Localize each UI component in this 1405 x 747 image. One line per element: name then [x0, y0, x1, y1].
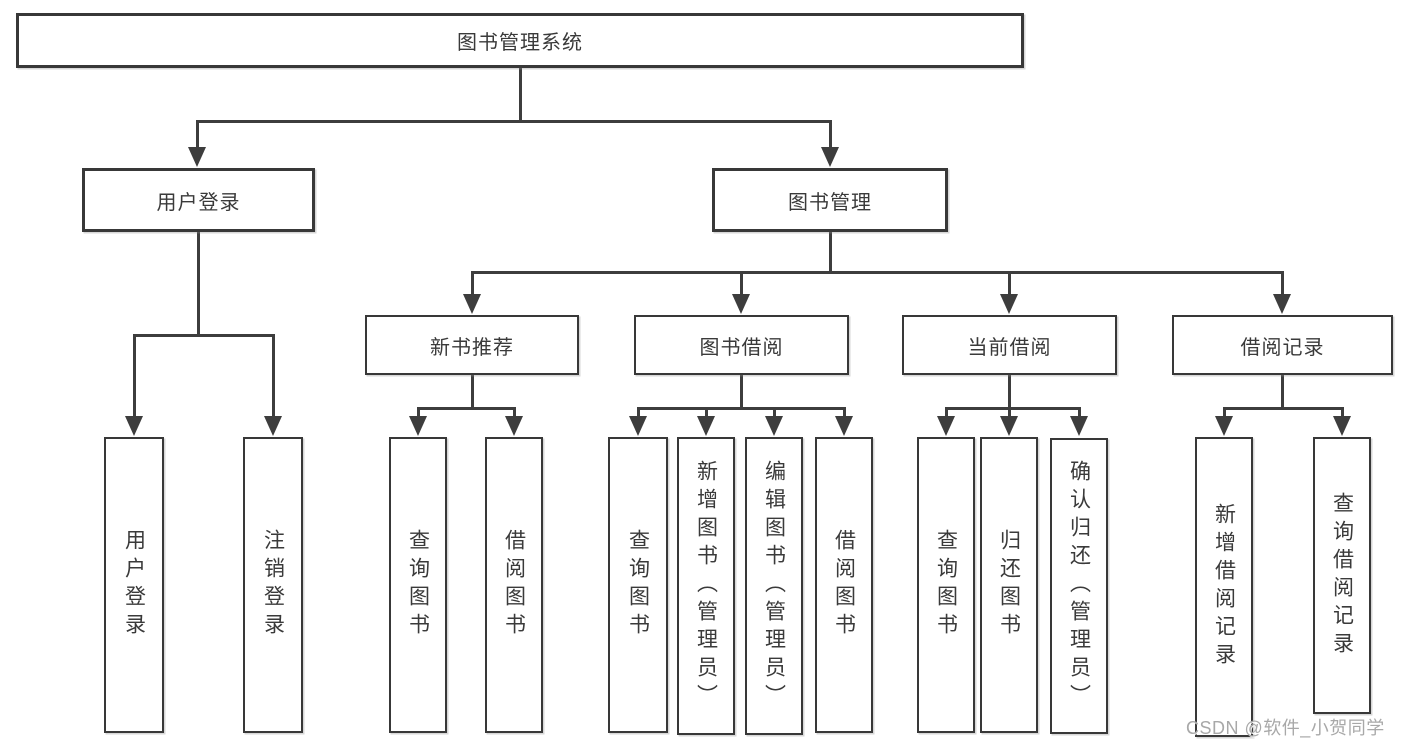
node-label: 确认归还（管理员） [1067, 460, 1091, 712]
node-leaf-bb-edit: 编辑图书（管理员） [745, 437, 803, 735]
node-label: 图书管理 [788, 191, 872, 214]
arrow-down-icon [1000, 294, 1018, 314]
node-label: 查询图书 [406, 529, 430, 641]
node-label: 借阅图书 [502, 529, 526, 641]
csdn-watermark: CSDN @软件_小贺同学 [1186, 718, 1385, 738]
node-label: 新增借阅记录 [1212, 503, 1236, 671]
connector-line [271, 335, 275, 426]
connector-line [944, 406, 1081, 410]
node-label: 查询图书 [934, 529, 958, 641]
node-label: 新书推荐 [430, 336, 514, 359]
node-label: 图书管理系统 [457, 32, 583, 54]
arrow-down-icon [1273, 294, 1291, 314]
arrow-down-icon [125, 416, 143, 436]
node-leaf-cb-confirm: 确认归还（管理员） [1050, 438, 1108, 734]
arrow-down-icon [937, 416, 955, 436]
node-label: 借阅记录 [1240, 336, 1325, 359]
arrow-down-icon [629, 416, 647, 436]
node-leaf-user-login: 用户登录 [104, 437, 164, 733]
node-borrow-records: 借阅记录 [1172, 315, 1393, 375]
node-leaf-bb-add: 新增图书（管理员） [677, 437, 735, 735]
arrow-down-icon [732, 294, 750, 314]
connector-line [739, 375, 743, 408]
arrow-down-icon [697, 416, 715, 436]
node-leaf-bb-borrow: 借阅图书 [815, 437, 873, 733]
node-label: 图书借阅 [699, 336, 784, 359]
connector-line [470, 272, 474, 304]
connector-line [470, 270, 1284, 274]
node-label: 查询图书 [626, 529, 650, 641]
connector-line [1222, 406, 1344, 410]
connector-line [828, 121, 832, 157]
node-label: 用户登录 [122, 529, 146, 641]
connector-line [195, 119, 832, 123]
connector-line [132, 335, 136, 426]
connector-line [1007, 375, 1011, 408]
connector-line [1280, 375, 1284, 408]
arrow-down-icon [821, 147, 839, 167]
node-label: 编辑图书（管理员） [762, 460, 786, 712]
node-leaf-logout: 注销登录 [243, 437, 303, 733]
arrow-down-icon [505, 416, 523, 436]
node-label: 当前借阅 [967, 336, 1052, 359]
arrow-down-icon [264, 416, 282, 436]
node-label: 借阅图书 [832, 529, 856, 641]
connector-line [1280, 272, 1284, 304]
arrow-down-icon [765, 416, 783, 436]
arrow-down-icon [463, 294, 481, 314]
node-user-login: 用户登录 [82, 168, 315, 232]
node-label: 注销登录 [261, 529, 285, 641]
connector-line [195, 121, 199, 157]
node-root: 图书管理系统 [16, 13, 1024, 68]
arrow-down-icon [835, 416, 853, 436]
node-leaf-nb-borrow: 借阅图书 [485, 437, 543, 733]
connector-line [196, 232, 200, 335]
node-leaf-br-query: 查询借阅记录 [1313, 437, 1371, 714]
node-leaf-cb-return: 归还图书 [980, 437, 1038, 733]
connector-line [132, 333, 275, 337]
connector-line [636, 406, 846, 410]
arrow-down-icon [1000, 416, 1018, 436]
node-current-borrow: 当前借阅 [902, 315, 1117, 375]
connector-line [470, 375, 474, 408]
arrow-down-icon [1215, 416, 1233, 436]
node-book-mgmt: 图书管理 [712, 168, 948, 232]
node-label: 查询借阅记录 [1330, 491, 1354, 660]
connector-line [739, 272, 743, 304]
connector-line [416, 406, 516, 410]
node-leaf-nb-query: 查询图书 [389, 437, 447, 733]
arrow-down-icon [1333, 416, 1351, 436]
arrow-down-icon [1070, 416, 1088, 436]
node-label: 新增图书（管理员） [694, 460, 718, 712]
node-leaf-br-add: 新增借阅记录 [1195, 437, 1253, 737]
arrow-down-icon [409, 416, 427, 436]
node-label: 用户登录 [156, 191, 241, 214]
connector-line [828, 232, 832, 272]
node-label: 归还图书 [997, 529, 1021, 641]
arrow-down-icon [188, 147, 206, 167]
connector-line [518, 68, 522, 121]
node-leaf-bb-query: 查询图书 [608, 437, 668, 733]
node-new-book: 新书推荐 [365, 315, 579, 375]
node-book-borrow: 图书借阅 [634, 315, 849, 375]
node-leaf-cb-query: 查询图书 [917, 437, 975, 733]
connector-line [1007, 272, 1011, 304]
